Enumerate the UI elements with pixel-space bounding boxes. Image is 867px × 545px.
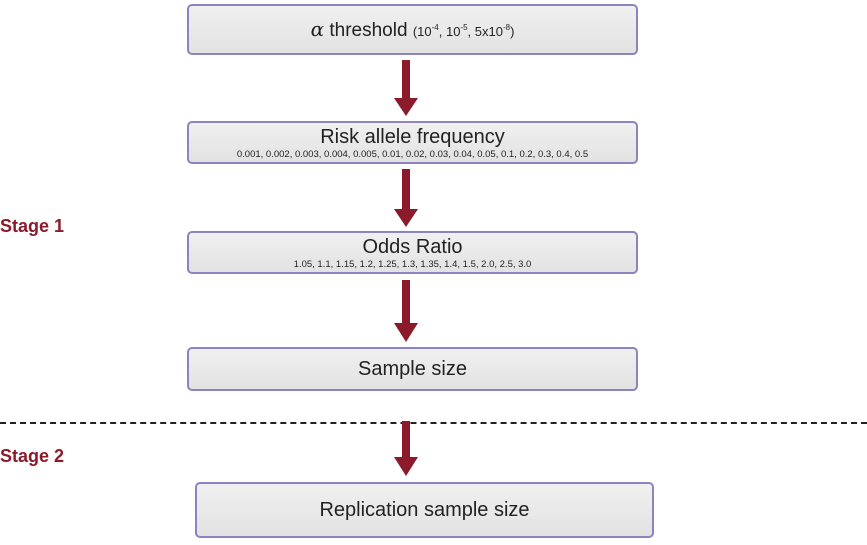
stage-2-label: Stage 2 [0, 446, 65, 466]
alpha-params-sep-1: , 10 [438, 24, 461, 39]
stage-divider [0, 422, 867, 424]
alpha-threshold-box: α threshold (10-4, 10-5, 5x10-8) [187, 4, 638, 55]
odds-ratio-values: 1.05, 1.1, 1.15, 1.2, 1.25, 1.3, 1.35, 1… [293, 259, 532, 270]
alpha-threshold-line: α threshold (10-4, 10-5, 5x10-8) [311, 17, 515, 42]
alpha-threshold-values: (10-4, 10-5, 5x10-8) [412, 23, 515, 39]
arrow-sample-size-to-replication [394, 421, 418, 476]
risk-allele-frequency-values: 0.001, 0.002, 0.003, 0.004, 0.005, 0.01,… [236, 149, 589, 160]
alpha-params-close: ) [510, 24, 515, 39]
alpha-params-open: (10 [412, 24, 432, 39]
odds-ratio-title: Odds Ratio [362, 236, 463, 258]
odds-ratio-box: Odds Ratio 1.05, 1.1, 1.15, 1.2, 1.25, 1… [187, 231, 638, 274]
alpha-exp-3: -8 [502, 23, 511, 32]
alpha-exp-1: -4 [431, 23, 439, 32]
arrow-raf-to-or [394, 169, 418, 227]
risk-allele-frequency-title: Risk allele frequency [320, 126, 505, 148]
replication-sample-size-title: Replication sample size [319, 499, 530, 521]
sample-size-box: Sample size [187, 347, 638, 391]
risk-allele-frequency-box: Risk allele frequency 0.001, 0.002, 0.00… [187, 121, 638, 164]
alpha-symbol: α [310, 17, 325, 41]
arrow-alpha-to-raf [394, 60, 418, 116]
arrow-or-to-sample-size [394, 280, 418, 342]
replication-sample-size-box: Replication sample size [195, 482, 654, 538]
alpha-exp-2: -5 [460, 23, 468, 32]
alpha-threshold-label: threshold [329, 20, 408, 41]
sample-size-title: Sample size [358, 358, 467, 380]
stage-1-label: Stage 1 [0, 216, 65, 236]
alpha-params-sep-2: , 5x10 [467, 24, 503, 39]
